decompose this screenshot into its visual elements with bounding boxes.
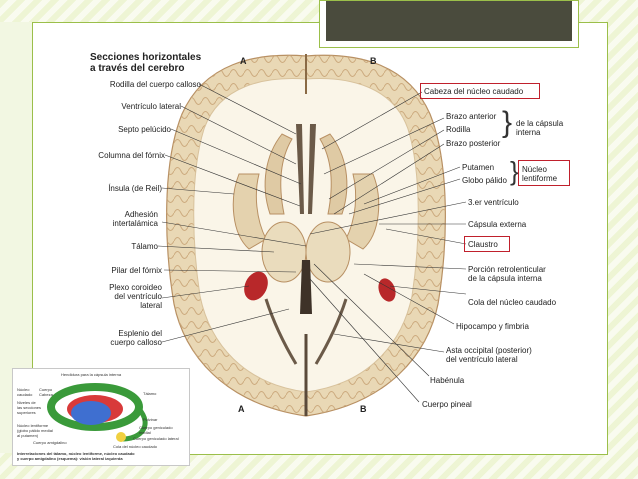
inset-caption-13: al putamen)	[17, 433, 39, 438]
figure-title-line-1: Secciones horizontales	[90, 52, 202, 63]
label-asta-occipital: Asta occipital (posterior)	[446, 346, 532, 355]
inset-caption-4: Cuerpo	[39, 387, 53, 392]
highlight-box-lentiform	[518, 160, 570, 186]
label-del-ventriculo: del ventrículo	[114, 292, 162, 301]
brace-internal-capsule: }	[502, 106, 513, 139]
highlight-box-claustrum	[464, 236, 510, 252]
label-brazo-anterior: Brazo anterior	[446, 112, 497, 121]
inset-caption-9: superiores	[17, 410, 36, 415]
orientation-bottom-a: A	[238, 404, 245, 414]
label-talamo: Tálamo	[131, 242, 158, 251]
inset-caption-1: Hendidura para la cápsula interna	[61, 372, 122, 377]
label-intertalamica: intertalámica	[112, 219, 158, 228]
label-esplenio: Esplenio del	[118, 329, 162, 338]
label-plexo-coroideo: Plexo coroideo	[109, 283, 162, 292]
label-cola-nucleo-caudado: Cola del núcleo caudado	[468, 298, 557, 307]
label-porcion-retrolenticular: Porción retrolenticular	[468, 265, 546, 274]
inset-caption-14: Cuerpo geniculado	[139, 425, 173, 430]
inset-caption-20: y cuerpo amigdalino (esquema): visión la…	[17, 456, 123, 461]
label-pilar-fornix: Pilar del fórnix	[111, 266, 162, 275]
inset-caption-10: Pulvinar	[143, 417, 158, 422]
highlight-box-caudate	[420, 83, 540, 99]
inset-caption-19: Interrelaciones del tálamo, núcleo lenti…	[17, 451, 135, 456]
inset-caption-8: las secciones	[17, 405, 42, 410]
label-capsula-interna-retro: de la cápsula interna	[468, 274, 542, 283]
label-cuerpo-pineal: Cuerpo pineal	[422, 400, 472, 409]
label-lentiforme: lentiforme	[522, 174, 558, 183]
brain-section-illustration	[157, 54, 467, 417]
label-globo-palido: Globo pálido	[462, 176, 507, 185]
label-claustro: Claustro	[468, 240, 498, 249]
inset-caption-7: Niveles de	[17, 400, 36, 405]
label-capsula-externa: Cápsula externa	[468, 220, 527, 229]
inset-caption-5: Cabeza	[39, 392, 53, 397]
label-rodilla-capsula: Rodilla	[446, 125, 471, 134]
label-interna: interna	[516, 128, 541, 137]
label-brazo-posterior: Brazo posterior	[446, 139, 501, 148]
inset-caption-15: medial	[139, 430, 151, 435]
inset-caption-16: Cuerpo geniculado lateral	[133, 436, 179, 441]
figure-title-line-2: a través del cerebro	[90, 63, 185, 74]
inset-caption-2: Núcleo	[17, 387, 30, 392]
label-rodilla-cuerpo-calloso: Rodilla del cuerpo calloso	[109, 80, 201, 89]
slide-title-bar	[326, 1, 572, 41]
orientation-top-b: B	[370, 56, 377, 66]
label-cabeza-nucleo-caudado: Cabeza del núcleo caudado	[424, 87, 524, 96]
label-putamen: Putamen	[462, 163, 495, 172]
label-ventriculo-lateral: Ventrículo lateral	[121, 102, 181, 111]
inset-caption-17: Cuerpo amigdalino	[33, 440, 67, 445]
label-nucleo: Núcleo	[522, 165, 547, 174]
label-cuerpo-calloso: cuerpo calloso	[110, 338, 162, 347]
label-septo-pelucido: Septo pelúcido	[118, 125, 171, 134]
label-insula: Ínsula (de Reil)	[108, 184, 162, 193]
label-habenula: Habénula	[430, 376, 465, 385]
label-hipocampo-fimbria: Hipocampo y fimbria	[456, 322, 529, 331]
inset-diagram[interactable]: Hendidura para la cápsula interna Núcleo…	[12, 368, 190, 466]
label-columna-fornix: Columna del fórnix	[98, 151, 165, 160]
orientation-bottom-b: B	[360, 404, 367, 414]
brain-figure: Secciones horizontales a través del cere…	[34, 24, 604, 451]
label-de-la-capsula: de la cápsula	[516, 119, 564, 128]
label-adhesion: Adhesión	[124, 210, 158, 219]
inset-caption-6: Tálamo	[143, 391, 157, 396]
label-lateral: lateral	[140, 301, 162, 310]
slide-title-placeholder[interactable]	[319, 0, 579, 48]
inset-caption-3: caudado	[17, 392, 33, 397]
inset-caption-11: Núcleo lentiforme	[17, 423, 49, 428]
inset-caption-12: (globo pálido medial	[17, 428, 53, 433]
label-tercer-ventriculo: 3.er ventrículo	[468, 198, 519, 207]
label-del-ventriculo-lateral: del ventrículo lateral	[446, 355, 518, 364]
brace-lentiform: }	[510, 156, 519, 186]
inset-illustration	[47, 383, 148, 442]
figure-title: Secciones horizontales a través del cere…	[90, 52, 201, 74]
inset-caption-18: Cola del núcleo caudado	[113, 444, 158, 449]
orientation-top-a: A	[240, 56, 247, 66]
